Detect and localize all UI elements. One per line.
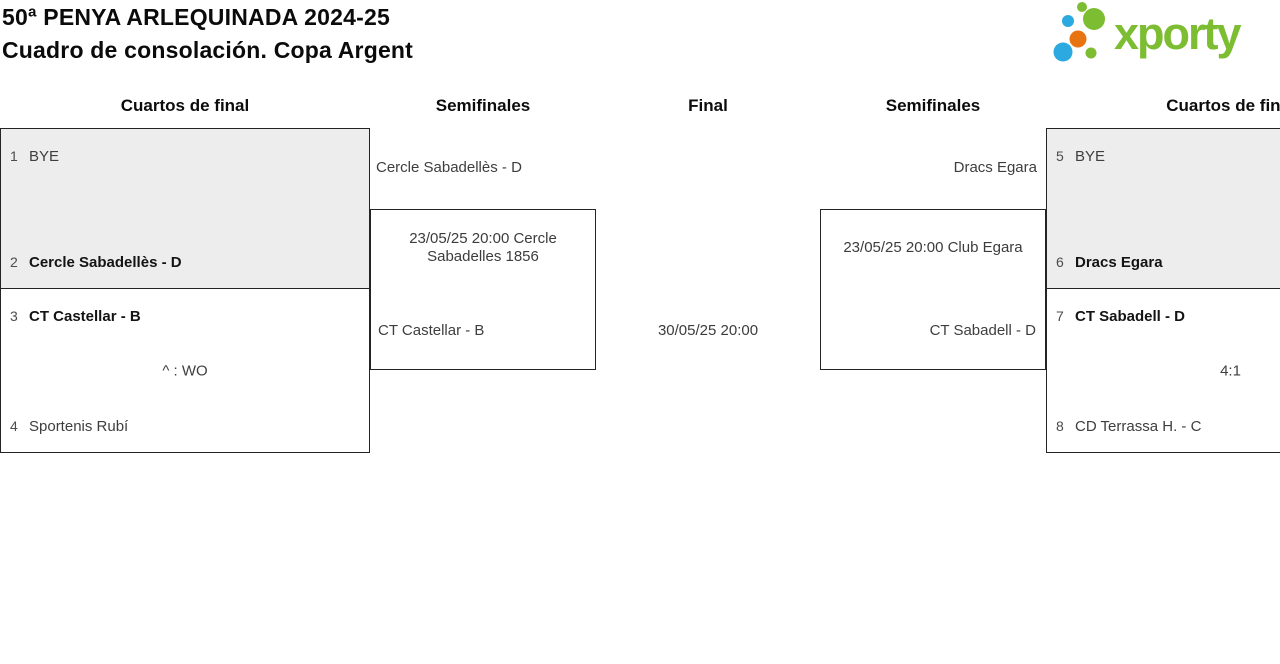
seed-number: 2 xyxy=(10,254,18,270)
advancing-team-label: CT Castellar - B xyxy=(378,322,485,339)
advancing-team-label: CT Sabadell - D xyxy=(929,322,1036,339)
team-row: 6 Dracs Egara xyxy=(1056,254,1280,271)
round-label-quarterfinals-right: Cuartos de final xyxy=(1166,96,1280,115)
logo-dot-green-big xyxy=(1083,8,1105,30)
logo-dot-orange xyxy=(1069,30,1087,48)
round-label-semifinals-right: Semifinales xyxy=(885,96,981,115)
match-box-qf3[interactable]: 5 BYE 6 Dracs Egara xyxy=(1046,128,1280,289)
team-name: Cercle Sabadellès - D xyxy=(29,254,182,271)
xporty-logo[interactable]: xporty xyxy=(1042,2,1280,66)
round-label-semifinals-left: Semifinales xyxy=(435,96,531,115)
team-row: 5 BYE xyxy=(1056,148,1280,165)
match-box-qf2[interactable]: 3 CT Castellar - B 4 Sportenis Rubí ^ : … xyxy=(0,288,370,453)
match-schedule: 23/05/25 20:00 Club Egara xyxy=(843,239,1023,256)
team-row: 2 Cercle Sabadellès - D xyxy=(10,254,363,271)
team-row: 7 CT Sabadell - D xyxy=(1056,308,1280,325)
match-box-sf2[interactable]: 23/05/25 20:00 Club Egara CT Sabadell - … xyxy=(820,209,1046,370)
match-schedule: 23/05/25 20:00 Cercle Sabadelles 1856 xyxy=(409,230,557,265)
match-result: ^ : WO xyxy=(162,362,208,379)
logo-wordmark: xporty xyxy=(1114,8,1242,59)
seed-number: 7 xyxy=(1056,308,1064,324)
seed-number: 5 xyxy=(1056,148,1064,164)
seed-number: 3 xyxy=(10,308,18,324)
team-row: 1 BYE xyxy=(10,148,363,165)
seed-number: 6 xyxy=(1056,254,1064,270)
team-name: Dracs Egara xyxy=(1075,254,1163,271)
advancing-team-label: Dracs Egara xyxy=(953,159,1037,176)
seed-number: 8 xyxy=(1056,418,1064,434)
team-row: 8 CD Terrassa H. - C xyxy=(1056,418,1280,435)
logo-dot-blue-small xyxy=(1062,15,1074,27)
round-label-final: Final xyxy=(688,96,728,115)
match-box-qf1[interactable]: 1 BYE 2 Cercle Sabadellès - D xyxy=(0,128,370,289)
team-row: 4 Sportenis Rubí xyxy=(10,418,363,435)
seed-number: 1 xyxy=(10,148,18,164)
logo-dot-green-top xyxy=(1077,2,1087,12)
team-name: BYE xyxy=(1075,148,1106,165)
logo-dots-icon xyxy=(1053,2,1105,62)
match-box-qf4[interactable]: 7 CT Sabadell - D 8 CD Terrassa H. - C 4… xyxy=(1046,288,1280,453)
team-name: CT Castellar - B xyxy=(29,308,141,325)
final-schedule: 30/05/25 20:00 xyxy=(657,322,759,339)
team-name: CD Terrassa H. - C xyxy=(1075,418,1202,435)
match-box-sf1[interactable]: 23/05/25 20:00 Cercle Sabadelles 1856 CT… xyxy=(370,209,596,370)
page-subtitle: Cuadro de consolación. Copa Argent xyxy=(2,37,414,63)
team-name: Sportenis Rubí xyxy=(29,418,129,435)
team-row: 3 CT Castellar - B xyxy=(10,308,363,325)
match-result: 4:1 xyxy=(1220,362,1241,379)
seed-number: 4 xyxy=(10,418,18,434)
team-name: BYE xyxy=(29,148,60,165)
page-title: 50ª PENYA ARLEQUINADA 2024-25 xyxy=(2,4,390,30)
logo-dot-blue-big xyxy=(1053,42,1073,62)
team-name: CT Sabadell - D xyxy=(1075,308,1186,325)
advancing-team-label: Cercle Sabadellès - D xyxy=(376,159,522,176)
logo-dot-green-bottom xyxy=(1085,47,1097,59)
round-label-quarterfinals-left: Cuartos de final xyxy=(120,96,250,115)
